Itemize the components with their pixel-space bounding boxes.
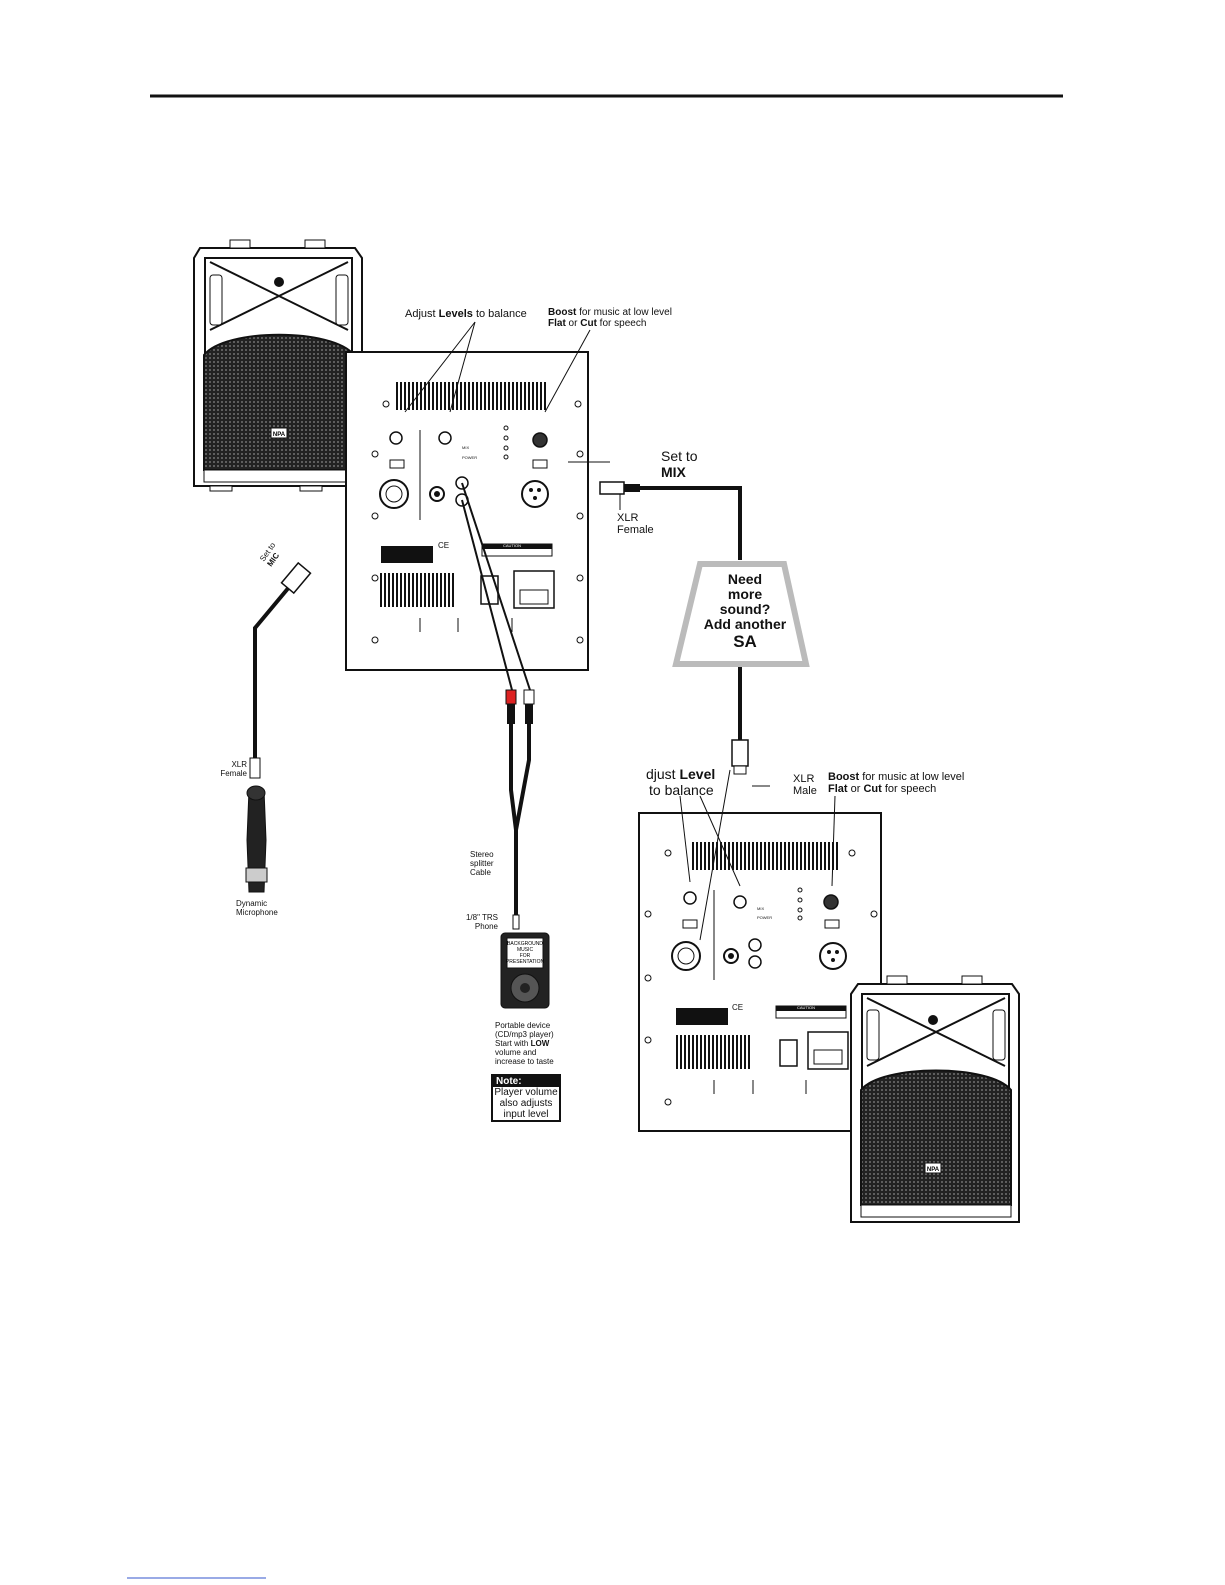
trs-phone-label: 1/8" TRS Phone — [465, 913, 498, 931]
note-box: Note: Player volume also adjusts input l… — [491, 1074, 561, 1122]
logo-npa-top: NPA — [273, 432, 286, 438]
xlr-female-top-label: XLR Female — [617, 512, 654, 536]
rear-panel-top — [345, 351, 589, 671]
xlr-female-left-label: XLR Female — [220, 760, 247, 778]
stereo-splitter-label: Stereo splitter Cable — [470, 850, 494, 877]
adjust-levels-label: Adjust Levels to balance — [405, 308, 527, 320]
caution-label-bottom: CAUTION — [797, 1005, 815, 1010]
dynamic-microphone-label: Dynamic Microphone — [236, 899, 278, 917]
ce-mark-bottom: CE — [732, 1003, 744, 1012]
ipod-screen-line4: PRESENTATION — [506, 959, 545, 965]
ipod-screen-line3: FOR — [520, 953, 531, 959]
ipod-screen-line1: BACKGROUND — [507, 941, 543, 947]
bubble-shape — [672, 561, 810, 667]
panel-led-mix-bottom: MIX — [757, 906, 765, 911]
need-more-sound-bubble: Need more sound? Add another SA — [703, 571, 787, 652]
panel-led-power-top: POWER — [462, 455, 478, 460]
xlr-male-label: XLR Male — [793, 773, 817, 797]
speaker-top-left: NPA — [193, 239, 363, 492]
portable-device — [500, 932, 550, 1009]
portable-device-label: Portable device (CD/mp3 player) Start wi… — [495, 1021, 554, 1066]
note-body: Player volume also adjusts input level — [494, 1087, 558, 1120]
adjust-level-bottom-label: djust Level to balance — [646, 766, 716, 798]
ce-mark-top: CE — [438, 541, 450, 550]
panel-led-power-bottom: POWER — [757, 915, 773, 920]
set-to-mix-label: Set to MIX — [661, 448, 698, 480]
note-title: Note: — [493, 1076, 559, 1087]
logo-npa-bottom: NPA — [927, 1167, 940, 1173]
rear-panel-bottom — [638, 812, 882, 1132]
boost-label-top: Boost for music at low level Flat or Cut… — [548, 307, 672, 329]
speaker-bottom-right: NPA — [850, 975, 1020, 1223]
caution-label-top: CAUTION — [503, 543, 521, 548]
panel-led-mix-top: MIX — [462, 445, 470, 450]
ipod-screen-line2: MUSIC — [517, 947, 534, 953]
boost-label-bottom: Boost for music at low level Flat or Cut… — [828, 771, 965, 795]
